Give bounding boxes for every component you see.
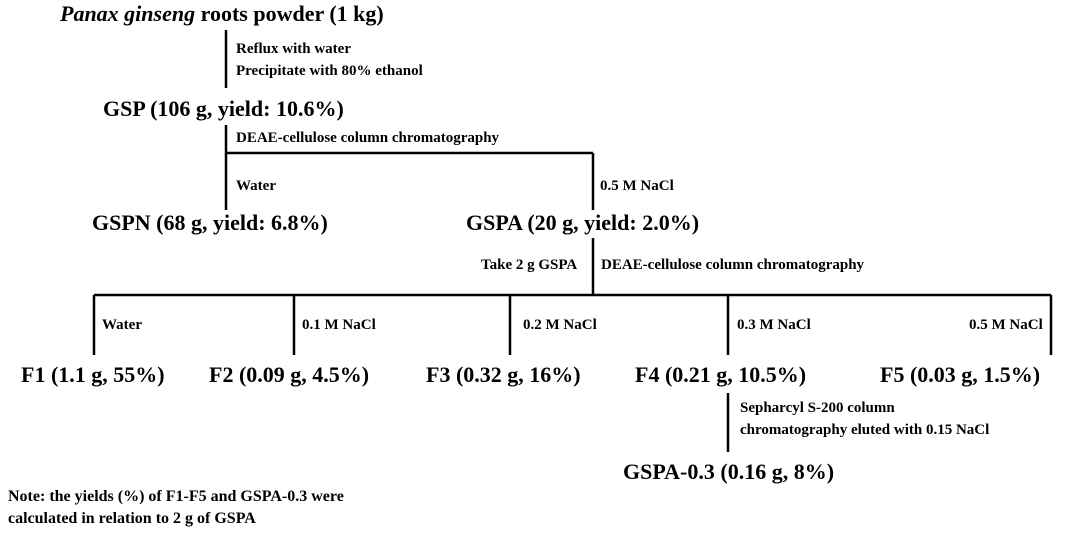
fraction-f2: F2 (0.09 g, 4.5%) [209,362,370,387]
eluent-02-nacl: 0.2 M NaCl [523,317,597,333]
fraction-f5: F5 (0.03 g, 1.5%) [880,362,1041,387]
fraction-f4: F4 (0.21 g, 10.5%) [635,362,807,387]
gspn-node: GSPN (68 g, yield: 6.8%) [92,210,328,235]
species-name: Panax ginseng [60,1,196,26]
eluent-water: Water [102,317,142,333]
root-label-rest: roots powder (1 kg) [195,1,384,26]
note-line1: Note: the yields (%) of F1-F5 and GSPA-0… [8,488,344,505]
step1-precipitate: Precipitate with 80% ethanol [236,63,423,79]
fraction-f3: F3 (0.32 g, 16%) [426,362,581,387]
gspa03-node: GSPA-0.3 (0.16 g, 8%) [623,459,835,484]
sephacryl-line1: Sepharcyl S-200 column [740,400,895,416]
water1-label: Water [236,178,276,194]
gsp-node: GSP (106 g, yield: 10.6%) [103,96,344,121]
sephacryl-line2: chromatography eluted with 0.15 NaCl [740,422,990,438]
eluent-03-nacl: 0.3 M NaCl [737,317,811,333]
fraction-f1: F1 (1.1 g, 55%) [21,362,165,387]
eluent-01-nacl: 0.1 M NaCl [302,317,376,333]
gspa-node: GSPA (20 g, yield: 2.0%) [466,210,700,235]
note-line2: calculated in relation to 2 g of GSPA [8,510,256,527]
eluent-05-nacl: 0.5 M NaCl [969,317,1043,333]
nacl-05a-label: 0.5 M NaCl [600,178,674,194]
step1-reflux: Reflux with water [236,41,351,57]
take-label: Take 2 g GSPA [481,257,578,273]
root-label: Panax ginseng roots powder (1 kg) [60,3,384,25]
deae1-label: DEAE-cellulose column chromatography [236,130,500,146]
deae2-label: DEAE-cellulose column chromatography [601,257,865,273]
